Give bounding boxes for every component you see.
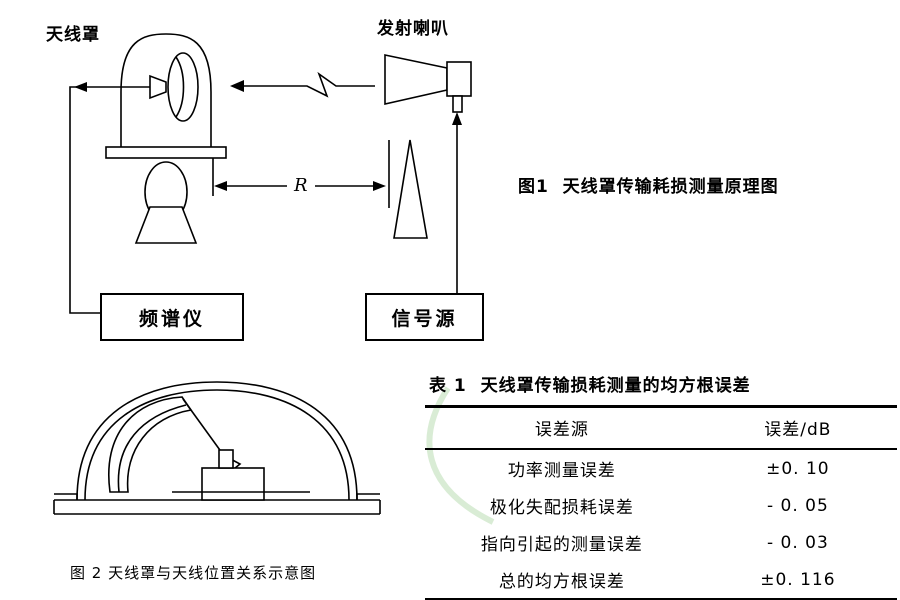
radome-drawing [105,33,227,244]
table-row: 总的均方根误差 ±0. 116 [425,561,897,600]
radome-shell [76,381,358,501]
table1-section: 表 1 天线罩传输损耗测量的均方根误差 误差源 误差/dB 功率测量误差 ±0.… [425,371,897,600]
pedestal-stand [134,206,198,244]
error-source-cell: 指向引起的测量误差 [480,535,643,555]
error-value-cell: ±0. 10 [766,458,830,479]
figure2-caption: 图 2 天线罩与天线位置关系示意图 [70,564,317,582]
figure1-caption: 图1 天线罩传输耗损测量原理图 [518,177,779,197]
signal-source-label: 信号源 [391,307,458,330]
table-header-row: 误差源 误差/dB [425,406,897,450]
header-error-db: 误差/dB [698,406,897,450]
distance-label: R [294,175,308,196]
horn-label: 发射喇叭 [377,19,449,39]
source-to-horn-wire [452,112,462,293]
error-source-cell: 总的均方根误差 [498,572,625,592]
spectrum-analyzer-label: 频谱仪 [138,307,205,330]
mount-plate [105,146,227,159]
feed-horn [149,74,167,100]
pedestal [201,467,265,501]
figure1-diagram [69,33,472,314]
error-value-cell: ±0. 116 [760,569,836,590]
error-value-cell: - 0. 03 [766,532,829,553]
table-row: 指向引起的测量误差 - 0. 03 [425,524,897,561]
radome-label: 天线罩 [46,25,100,45]
figure2-diagram [53,381,381,515]
table1: 误差源 误差/dB 功率测量误差 ±0. 10 极化失配损耗误差 - 0. 05… [425,405,897,600]
error-source-cell: 极化失配损耗误差 [489,498,634,518]
table-row: 功率测量误差 ±0. 10 [425,449,897,487]
spectrum-analyzer-box: 频谱仪 [100,293,244,341]
antenna-to-spectrum-wire [69,82,150,314]
error-source-cell: 功率测量误差 [507,461,616,481]
error-value-cell: - 0. 05 [766,495,829,516]
signal-source-box: 信号源 [365,293,484,341]
antenna-assembly [108,396,310,501]
table-row: 极化失配损耗误差 - 0. 05 [425,487,897,524]
header-error-source: 误差源 [425,406,699,450]
wire-arrowhead-icon [74,82,87,92]
table1-title: 表 1 天线罩传输损耗测量的均方根误差 [429,376,751,396]
horn-antenna-drawing [384,54,472,113]
radiated-path-arrow [230,71,375,98]
dim-left-arrowhead-icon [214,181,227,191]
radiated-arrowhead-icon [230,80,244,92]
dim-right-arrowhead-icon [373,181,386,191]
up-arrowhead-icon [452,112,462,125]
distance-dimension [214,181,386,191]
beam-reference-drawing [388,139,428,239]
